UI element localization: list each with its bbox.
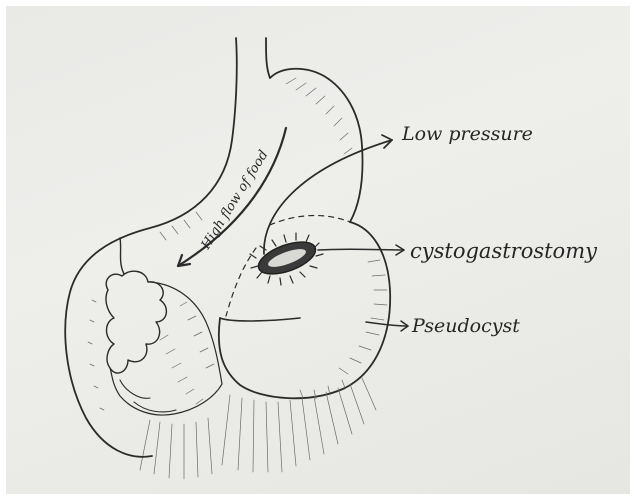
duodenum-folds <box>88 271 222 415</box>
label-pseudocyst: Pseudocyst <box>411 315 520 337</box>
label-cystogastrostomy: cystogastrostomy <box>410 239 598 263</box>
label-high-flow-of-food: High flow of food <box>198 148 271 253</box>
label-low-pressure: Low pressure <box>401 123 533 145</box>
cystogastrostomy-opening <box>250 233 323 285</box>
